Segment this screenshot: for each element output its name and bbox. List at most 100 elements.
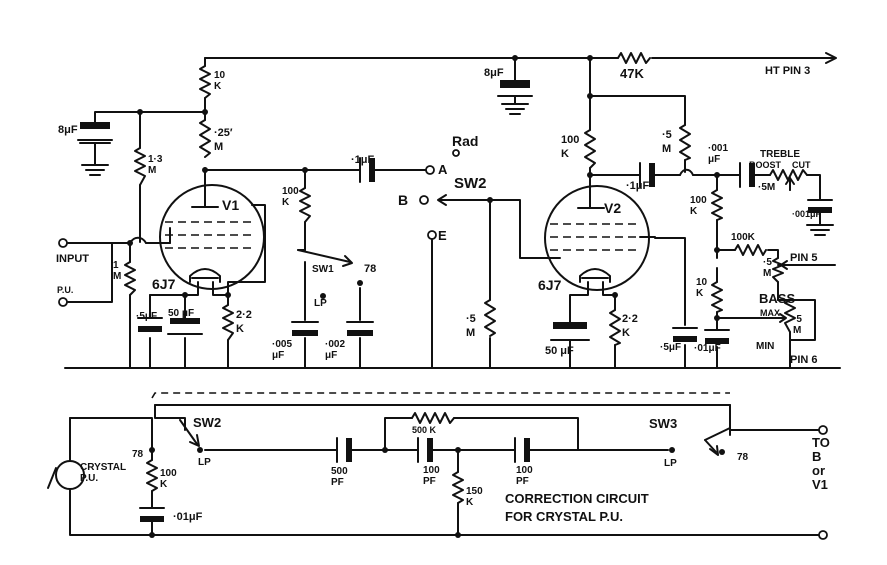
label-pu: P.U. [57,285,73,295]
label-c-1uf-coupling: ·1μF [351,154,375,166]
resistor-1m [124,261,136,296]
resistor-2-2k-v2 [609,309,621,346]
resistor-100k-bottom [146,459,158,492]
resistors [124,52,808,346]
label-type-v2: 6J7 [538,277,562,293]
label-bass: BASS [759,291,795,306]
resistor-2-2k-v1 [222,304,234,341]
ground-symbols [81,103,834,236]
resistor-25m [199,119,211,158]
switch-sw2-top [437,194,471,206]
label-r-100k-bass: 100K [731,232,756,243]
label-c-50uf-left: 50 μF [168,308,194,319]
label-sw3: SW3 [649,416,677,431]
label-term-e: E [438,228,447,243]
resistor-10k-v1 [199,65,211,99]
label-r-47k: 47K [620,66,644,81]
switch-sw1 [297,249,353,267]
label-pos-78-bottom: 78 [132,449,144,460]
resistor-100k-tone [711,189,723,221]
label-pos-78-sw3: 78 [737,452,749,463]
wipers [769,177,795,323]
label-cut: CUT [792,160,811,170]
label-term-a: A [438,162,448,177]
label-c-50uf-right: 50 μF [545,345,574,357]
label-c-5uf-right: ·5μF [660,342,681,353]
label-rad: Rad [452,133,478,149]
label-treble: TREBLE [760,149,800,160]
resistor-5m-v2 [679,124,691,161]
label-r-25m: ·25′M [214,127,233,153]
label-pos-lp-sw1: LP [314,298,327,309]
label-min: MIN [756,341,774,352]
valve-v1 [159,184,265,290]
label-type-v1: 6J7 [152,276,176,292]
label-sw1: SW1 [312,264,334,275]
label-c-5uf-left: ·5μF [136,311,157,322]
label-valve-v2: V2 [604,200,621,216]
resistor-10k-tone [711,281,723,313]
resistor-100k-bass [734,244,767,256]
label-pos-78-sw1: 78 [364,263,376,275]
bottom-circuit [47,392,828,540]
resistor-bass-pot [784,299,796,333]
label-pin5: PIN 5 [790,252,818,264]
label-input: INPUT [56,253,89,265]
resistor-500k [411,412,455,424]
label-correction-title: CORRECTION CIRCUIT [505,491,649,506]
label-lp-right: LP [664,458,677,469]
resistor-5m-vol [484,299,496,337]
label-valve-v1: V1 [222,197,239,213]
capacitors [77,80,833,344]
resistor-1-3m [134,147,146,186]
label-ht-pin3: HT PIN 3 [765,65,810,77]
label-c-01uf-right: ·01μF [694,343,721,354]
terminals [58,149,460,307]
valve-v2 [544,185,656,291]
resistor-100k-v2 [584,129,596,169]
resistor-150k [452,471,464,504]
label-boost: BOOST [749,160,782,170]
label-c-8uf-left: 8μF [58,124,78,136]
label-max: MAX [760,308,780,318]
label-r-5m-treble: ·5M [758,182,775,193]
label-pos-lp-bottom: LP [198,457,211,468]
label-sw2-top: SW2 [454,175,487,192]
resistor-5m-mid [772,257,784,283]
label-term-b: B [398,192,408,208]
label-correction-sub: FOR CRYSTAL P.U. [505,509,623,524]
label-c-01uf-bottom: ·01μF [173,511,203,523]
label-r-500k: 500 K [412,425,437,435]
label-c-1uf-v2: ·1μF [626,180,650,192]
label-c-001uf-right: ·001μF [792,209,822,219]
junction-dots [127,55,720,321]
resistor-47k [617,52,651,64]
resistor-100k-mid [299,187,311,223]
